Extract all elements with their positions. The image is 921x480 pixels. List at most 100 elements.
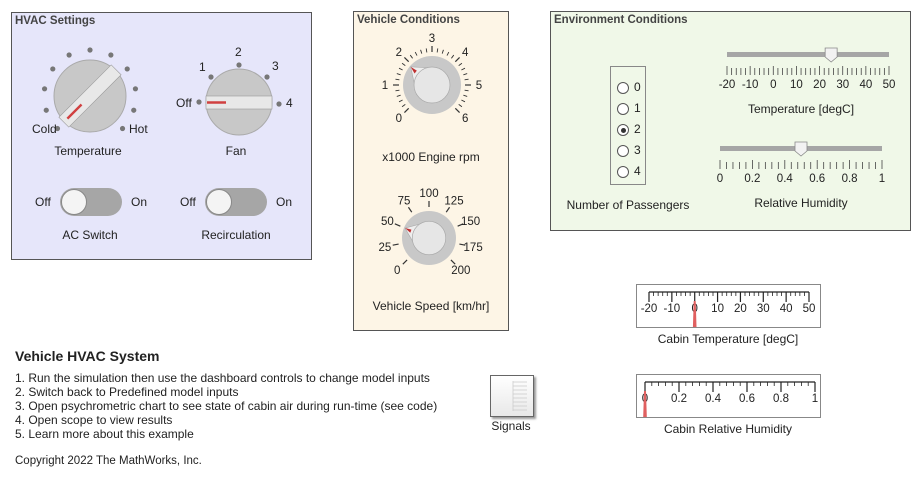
temperature-knob-dot [119, 125, 126, 132]
ac-switch-label: AC Switch [62, 228, 118, 242]
fan-position-2[interactable]: 2 [235, 45, 242, 59]
env-humidity-tick-label: 0.4 [777, 173, 794, 185]
temperature-knob-dot [50, 66, 56, 72]
cabin-humidity-label: Cabin Relative Humidity [663, 422, 793, 436]
instruction-open-scope[interactable]: 4. Open scope to view results [15, 413, 173, 427]
vehicle-speed-label: Vehicle Speed [km/hr] [372, 299, 490, 313]
passengers-radio-label: 1 [634, 101, 641, 115]
copyright: Copyright 2022 The MathWorks, Inc. [15, 455, 202, 467]
vehicle-speed-tick-label: 25 [378, 242, 391, 254]
fan-position-1[interactable]: 1 [199, 60, 206, 74]
signals-block[interactable] [490, 375, 534, 417]
engine-rpm-tick-label: 4 [462, 47, 469, 59]
ac-on-label: On [131, 195, 148, 209]
engine-rpm-tick [420, 49, 423, 54]
env-temperature-track[interactable] [727, 52, 889, 57]
engine-rpm-tick [414, 51, 418, 56]
temperature-knob-dots [41, 47, 139, 132]
instruction-learn-more[interactable]: 5. Learn more about this example [15, 427, 194, 441]
engine-rpm-tick [396, 73, 401, 76]
engine-rpm-tick [458, 104, 463, 108]
recirculation-label: Recirculation [201, 228, 271, 242]
engine-rpm-tick [401, 62, 406, 66]
vehicle-speed-hub [411, 220, 447, 256]
temperature-knob-dot [43, 107, 49, 113]
cabin-temperature-tick-label: 30 [757, 303, 770, 315]
env-temperature-tick-label: 40 [859, 79, 872, 91]
cabin-temperature-needle [692, 301, 697, 327]
ac-switch-toggle[interactable] [60, 188, 122, 216]
env-humidity-tick-label: 1 [879, 173, 885, 185]
env-temperature-tick-label: 10 [790, 79, 803, 91]
vehicle-speed-tick [392, 243, 399, 246]
hvac-panel-title: HVAC Settings [15, 15, 96, 27]
env-temperature-tick-label: 50 [883, 79, 896, 91]
fan-position-off[interactable]: Off [176, 96, 192, 110]
engine-rpm-tick-label: 3 [429, 33, 435, 45]
recirculation-toggle[interactable] [205, 188, 267, 216]
engine-rpm-tick [464, 78, 469, 81]
engine-rpm-tick-label: 1 [382, 80, 388, 92]
cabin-temperature-tick-label: -10 [664, 303, 681, 315]
env-humidity-thumb[interactable] [794, 141, 808, 157]
engine-rpm-hub [413, 66, 451, 104]
passengers-radio-label: 0 [634, 80, 641, 94]
cabin-humidity-tick-label: 1 [812, 393, 818, 405]
fan-knob[interactable] [170, 40, 300, 140]
passengers-radio-1[interactable] [617, 103, 629, 115]
passengers-radio-0[interactable] [617, 82, 629, 94]
fan-position-3[interactable]: 3 [272, 59, 279, 73]
instruction-psychrometric-chart[interactable]: 3. Open psychrometric chart to see state… [15, 399, 438, 413]
vehicle-speed-tick-label: 75 [398, 196, 411, 208]
engine-rpm-needle [410, 66, 417, 74]
recirculation-on-label: On [276, 195, 293, 209]
vehicle-speed-tick [445, 206, 451, 213]
hvac-settings-panel: HVAC Settings [11, 12, 312, 260]
passengers-radio-2[interactable] [617, 124, 629, 136]
engine-rpm-tick [436, 48, 439, 53]
engine-rpm-tick [463, 94, 468, 97]
instruction-predefined-inputs[interactable]: 2. Switch back to Predefined model input… [15, 385, 239, 399]
engine-rpm-label: x1000 Engine rpm [382, 150, 480, 164]
engine-rpm-tick [441, 49, 444, 54]
passengers-radio-3[interactable] [617, 145, 629, 157]
environment-panel-title: Environment Conditions [554, 14, 688, 26]
fan-position-4[interactable]: 4 [286, 96, 293, 110]
instruction-run-simulation[interactable]: 1. Run the simulation then use the dashb… [15, 371, 430, 385]
vehicle-speed-tick [394, 223, 401, 227]
engine-rpm-tick [409, 54, 413, 59]
temperature-knob[interactable] [40, 40, 160, 140]
env-temperature-thumb[interactable] [824, 47, 838, 63]
ac-switch-knob [61, 189, 87, 215]
passengers-radio-4[interactable] [617, 166, 629, 178]
engine-rpm-tick-label: 5 [476, 80, 482, 92]
vehicle-speed-tick-label: 0 [394, 265, 400, 277]
env-humidity-tick-label: 0 [717, 173, 723, 185]
passengers-radio-label: 3 [634, 143, 641, 157]
relative-humidity-label: Relative Humidity [754, 196, 848, 210]
env-humidity-tick-label: 0.2 [744, 173, 760, 185]
engine-rpm-tick-label: 0 [396, 113, 402, 125]
vehicle-speed-tick-label: 200 [451, 265, 470, 277]
env-humidity-tick-label: 0.6 [809, 173, 825, 185]
cabin-temperature-tick-label: 40 [780, 303, 793, 315]
vehicle-speed-tick [450, 259, 456, 265]
engine-rpm-tick [396, 94, 401, 97]
engine-rpm-tick [461, 99, 466, 103]
recirculation-knob [206, 189, 232, 215]
temperature-knob-dot [124, 66, 130, 72]
passengers-radio-label: 2 [634, 122, 641, 136]
vehicle-speed-needle [404, 228, 412, 233]
engine-rpm-tick [454, 56, 461, 63]
temperature-knob-dot [54, 125, 61, 132]
env-temperature-tick-label: 0 [770, 79, 776, 91]
vehicle-speed-tick-label: 150 [461, 216, 480, 228]
engine-rpm-tick [403, 56, 410, 63]
env-temperature-tick-label: -20 [719, 79, 736, 91]
cabin-humidity-needle [643, 391, 647, 417]
